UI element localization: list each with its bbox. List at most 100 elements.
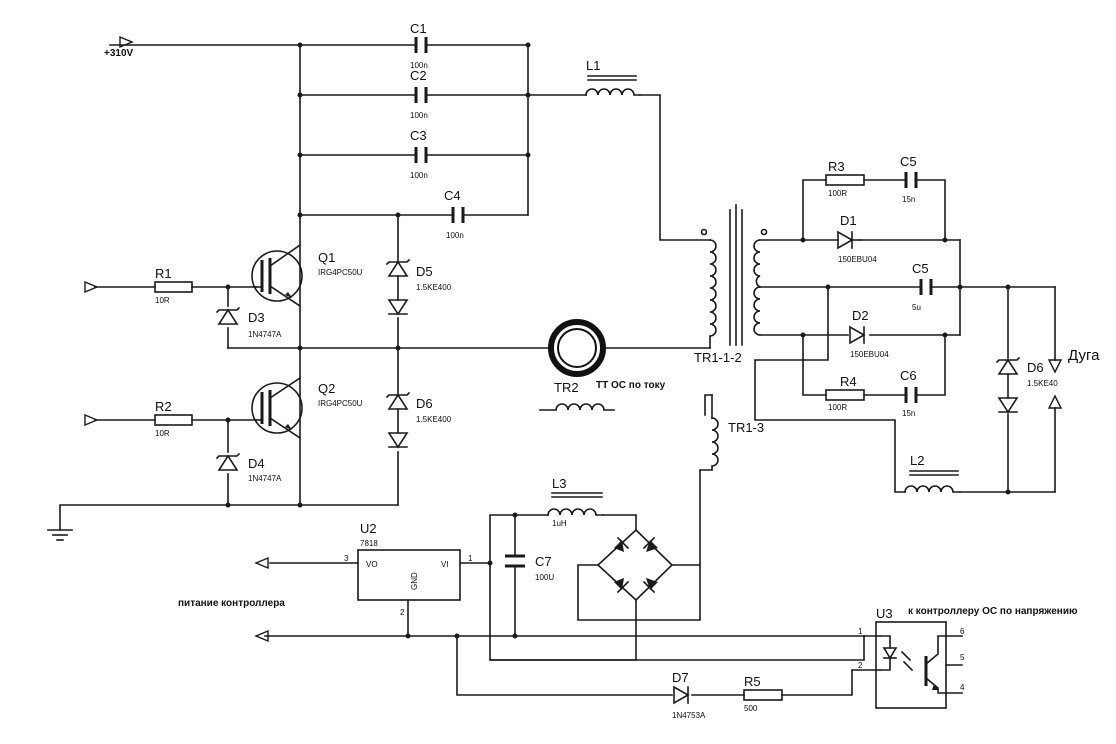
capacitor-c6: C6 15n xyxy=(900,368,918,418)
svg-text:GND: GND xyxy=(410,572,419,590)
inductor-l2: L2 xyxy=(904,453,961,493)
transistor-q1: Q1 IRG4PC50U xyxy=(251,243,363,308)
capacitor-c3: C3 100n xyxy=(410,128,428,180)
diode-d2: D2 150EBU04 xyxy=(849,308,889,359)
terminal-q2-gate-icon xyxy=(84,413,99,427)
svg-text:R3: R3 xyxy=(828,159,845,174)
svg-text:D2: D2 xyxy=(852,308,869,323)
svg-text:500: 500 xyxy=(744,704,758,713)
svg-text:10R: 10R xyxy=(155,296,170,305)
svg-text:1.5KE400: 1.5KE400 xyxy=(416,415,452,424)
diode-d7: D7 1N4753A xyxy=(672,670,706,720)
svg-text:C5: C5 xyxy=(912,261,929,276)
svg-text:C4: C4 xyxy=(444,188,461,203)
svg-text:VI: VI xyxy=(441,560,449,569)
svg-text:100R: 100R xyxy=(828,403,847,412)
svg-text:100R: 100R xyxy=(828,189,847,198)
svg-text:TR1-1-2: TR1-1-2 xyxy=(694,350,742,365)
svg-text:U2: U2 xyxy=(360,521,377,536)
wires xyxy=(59,44,1056,696)
svg-text:VO: VO xyxy=(366,560,378,569)
inductor-l3: L3 1uH xyxy=(547,476,604,528)
arc-label: Дуга xyxy=(1068,347,1100,364)
transformer-tr1: TR1-1-2 xyxy=(694,204,768,365)
svg-text:TR1-3: TR1-3 xyxy=(728,420,764,435)
svg-text:R2: R2 xyxy=(155,399,172,414)
svg-text:D6: D6 xyxy=(416,396,433,411)
regulator-u2: U2 7818 VO VI GND 1 2 3 xyxy=(344,521,473,617)
svg-text:D7: D7 xyxy=(672,670,689,685)
terminal-q1-gate-icon xyxy=(84,280,99,294)
svg-text:IRG4PC50U: IRG4PC50U xyxy=(318,268,363,277)
svg-text:D5: D5 xyxy=(416,264,433,279)
svg-text:ТТ ОС по току: ТТ ОС по току xyxy=(596,380,666,391)
arc-plus-icon xyxy=(1047,359,1063,374)
junction-dots xyxy=(225,42,1011,639)
svg-text:1.5KE40: 1.5KE40 xyxy=(1027,379,1058,388)
svg-text:C3: C3 xyxy=(410,128,427,143)
diode-d4: D4 1N4747A xyxy=(215,452,282,483)
svg-text:1.5KE400: 1.5KE400 xyxy=(416,283,452,292)
terminal-310v-icon xyxy=(119,35,134,49)
svg-text:5u: 5u xyxy=(912,303,921,312)
svg-text:D3: D3 xyxy=(248,310,265,325)
svg-text:1N4747A: 1N4747A xyxy=(248,474,282,483)
resistor-r5: R5 500 xyxy=(743,674,783,713)
svg-text:4: 4 xyxy=(960,683,965,692)
svg-text:C5: C5 xyxy=(900,154,917,169)
diode-d1: D1 150EBU04 xyxy=(837,213,877,264)
svg-text:R4: R4 xyxy=(840,374,857,389)
svg-text:1: 1 xyxy=(858,627,863,636)
svg-text:1uH: 1uH xyxy=(552,519,567,528)
label-310v: +310V xyxy=(104,48,134,59)
diode-d6-output: D6 1.5KE40 xyxy=(995,356,1058,414)
svg-text:R5: R5 xyxy=(744,674,761,689)
svg-text:D4: D4 xyxy=(248,456,265,471)
svg-text:C6: C6 xyxy=(900,368,917,383)
svg-text:100n: 100n xyxy=(410,171,428,180)
svg-text:1: 1 xyxy=(468,554,473,563)
bridge-rectifier xyxy=(596,528,674,602)
svg-text:Q1: Q1 xyxy=(318,250,335,265)
resistor-r3: R3 100R xyxy=(825,159,865,198)
svg-text:150EBU04: 150EBU04 xyxy=(838,255,877,264)
capacitor-c5-snubber: C5 15n xyxy=(900,154,918,204)
resistor-r1: R1 10R xyxy=(154,266,193,305)
arc-minus-icon xyxy=(1047,394,1063,409)
svg-text:7818: 7818 xyxy=(360,539,378,548)
capacitor-c4: C4 100n xyxy=(444,188,465,240)
svg-text:C7: C7 xyxy=(535,554,552,569)
svg-text:2: 2 xyxy=(858,661,863,670)
svg-text:U3: U3 xyxy=(876,606,893,621)
svg-text:L3: L3 xyxy=(552,476,566,491)
capacitor-c5-output: C5 5u xyxy=(912,261,933,312)
svg-text:L1: L1 xyxy=(586,58,600,73)
svg-text:C2: C2 xyxy=(410,68,427,83)
optocoupler-u3: U3 1 2 6 5 4 xyxy=(858,606,965,709)
svg-text:IRG4PC50U: IRG4PC50U xyxy=(318,399,363,408)
svg-text:1N4747A: 1N4747A xyxy=(248,330,282,339)
svg-text:TR2: TR2 xyxy=(554,380,579,395)
svg-text:2: 2 xyxy=(400,608,405,617)
svg-text:100n: 100n xyxy=(446,231,464,240)
inductor-l1: L1 xyxy=(585,58,641,96)
controller-power-label: питание контроллера xyxy=(178,598,285,609)
svg-text:100n: 100n xyxy=(410,61,428,70)
controller-voltage-fb-label: к контроллеру ОС по напряжению xyxy=(908,606,1078,617)
svg-text:1N4753A: 1N4753A xyxy=(672,711,706,720)
svg-text:150EBU04: 150EBU04 xyxy=(850,350,889,359)
transformer-tr2: TR2 ТТ ОС по току xyxy=(539,319,666,411)
svg-text:L2: L2 xyxy=(910,453,924,468)
svg-text:C1: C1 xyxy=(410,21,427,36)
svg-text:D1: D1 xyxy=(840,213,857,228)
capacitor-c1: C1 100n xyxy=(410,21,428,70)
terminal-controller-gnd-icon xyxy=(254,629,269,643)
svg-text:6: 6 xyxy=(960,627,965,636)
svg-text:Q2: Q2 xyxy=(318,381,335,396)
svg-text:15n: 15n xyxy=(902,195,915,204)
terminal-controller-power-icon xyxy=(254,556,269,570)
terminals: +310V xyxy=(47,35,269,643)
svg-text:100n: 100n xyxy=(410,111,428,120)
